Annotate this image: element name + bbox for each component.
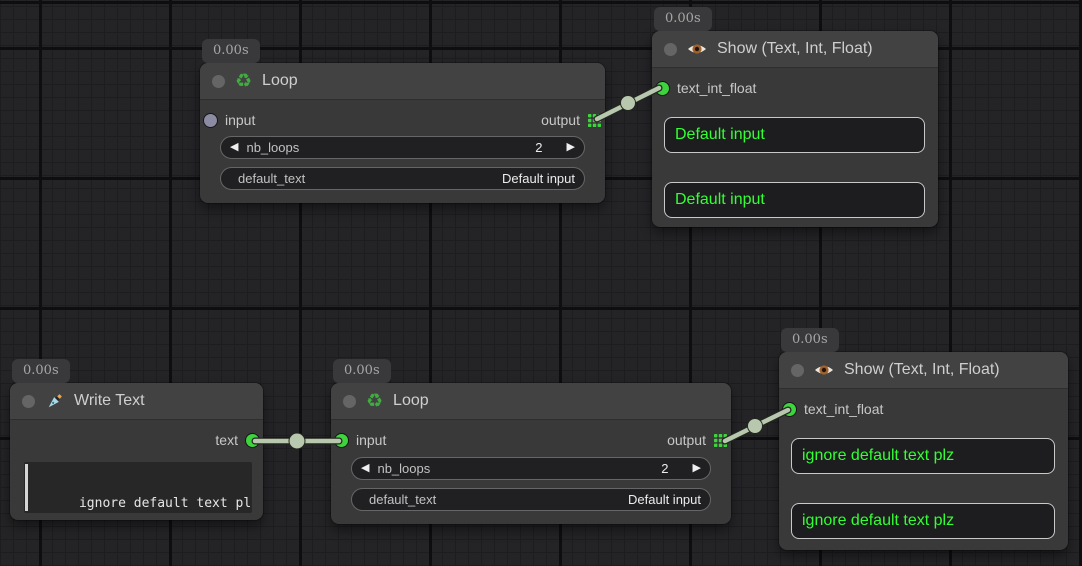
input-slot-dot[interactable] [335,433,348,447]
shown-value-text: ignore default text plz [802,447,955,464]
node-title: Show (Text, Int, Float) [717,40,873,57]
execution-time-badge: 0.00s [202,39,260,63]
input-slot-label: input [356,432,387,448]
recycle-icon: ♻ [235,70,253,92]
shown-value-box[interactable]: ignore default text plz [791,438,1055,474]
execution-time-badge: 0.00s [12,359,70,383]
input-slot-label: input [225,112,256,128]
widget-value: 2 [661,461,669,476]
execution-time-badge: 0.00s [654,7,712,31]
increment-arrow-icon[interactable]: ▶ [566,141,575,153]
node-header[interactable]: Show (Text, Int, Float) [652,31,938,68]
recycle-icon: ♻ [366,390,384,412]
text-caret [25,464,28,511]
default-text-widget[interactable]: default_text Default input [220,167,585,190]
grid-output-slot-icon[interactable] [714,433,727,447]
widget-value: Default input [502,171,575,186]
node-header[interactable]: Show (Text, Int, Float) [779,352,1068,389]
decrement-arrow-icon[interactable]: ◀ [230,141,239,153]
link-write-text-to-loop-bottom[interactable] [251,432,343,450]
node-show-bottom[interactable]: 0.00s Show (Text, Int, Float) text_int_f… [779,328,1068,550]
slot-row: text_int_float [652,75,938,101]
collapse-toggle[interactable] [343,394,356,408]
collapse-toggle[interactable] [22,394,35,408]
shown-value-text: Default input [675,126,765,143]
collapse-toggle[interactable] [212,74,225,88]
collapse-toggle[interactable] [664,42,677,56]
link-midpoint-dot[interactable] [288,432,306,450]
link-midpoint-dot[interactable] [747,418,763,434]
nb-loops-widget[interactable]: ◀ nb_loops 2 ▶ [351,457,711,480]
nb-loops-widget[interactable]: ◀ nb_loops 2 ▶ [220,136,585,159]
node-title: Loop [262,72,298,89]
eye-icon [815,365,833,375]
increment-arrow-icon[interactable]: ▶ [692,462,701,474]
input-slot-dot[interactable] [783,402,796,416]
shown-value-box[interactable]: Default input [664,182,925,218]
output-slot-dot[interactable] [246,433,259,447]
node-show-top[interactable]: 0.00s Show (Text, Int, Float) text_int_f… [652,7,938,227]
node-title: Write Text [74,392,145,409]
widget-label: nb_loops [377,461,431,476]
link-loop-top-to-show-top[interactable] [593,84,663,123]
input-slot-label: text_int_float [677,80,757,96]
decrement-arrow-icon[interactable]: ◀ [361,462,370,474]
slot-row: input output [331,427,731,453]
input-slot-dot[interactable] [204,113,217,127]
node-title: Loop [393,392,429,409]
node-header[interactable]: Write Text [10,383,263,420]
output-slot-label: text [215,432,238,448]
collapse-toggle[interactable] [791,363,804,377]
node-header[interactable]: ♻ Loop [200,63,605,100]
execution-time-badge: 0.00s [333,359,391,383]
shown-value-box[interactable]: ignore default text plz [791,503,1055,539]
widget-label: default_text [369,492,437,507]
widget-label: nb_loops [246,140,300,155]
slot-row: input output [200,107,605,133]
link-midpoint-dot[interactable] [620,95,636,111]
input-slot-label: text_int_float [804,401,884,417]
shown-value-text: ignore default text plz [802,512,955,529]
shown-value-text: Default input [675,191,765,208]
node-write-text[interactable]: 0.00s Write Text text ignore default tex… [10,359,263,520]
output-slot-label: output [667,432,706,448]
node-title: Show (Text, Int, Float) [844,361,1000,378]
text-input-value: ignore default text plz [78,496,252,511]
default-text-widget[interactable]: default_text Default input [351,488,711,511]
node-header[interactable]: ♻ Loop [331,383,731,420]
shown-value-box[interactable]: Default input [664,117,925,153]
output-slot-label: output [541,112,580,128]
slot-row: text_int_float [779,396,1068,422]
grid-output-slot-icon[interactable] [588,113,601,127]
widget-value: 2 [535,140,543,155]
eye-icon [688,44,706,54]
widget-value: Default input [628,492,701,507]
input-slot-dot[interactable] [656,81,669,95]
slot-row: text [10,427,263,453]
execution-time-badge: 0.00s [781,328,839,352]
node-loop-bottom[interactable]: 0.00s ♻ Loop input output ◀ nb_loops 2 [331,359,731,524]
node-loop-top[interactable]: 0.00s ♻ Loop input output ◀ nb_loops 2 [200,39,605,203]
fountain-pen-icon [48,393,62,407]
widget-label: default_text [238,171,306,186]
text-input-area[interactable]: ignore default text plz [24,462,252,513]
